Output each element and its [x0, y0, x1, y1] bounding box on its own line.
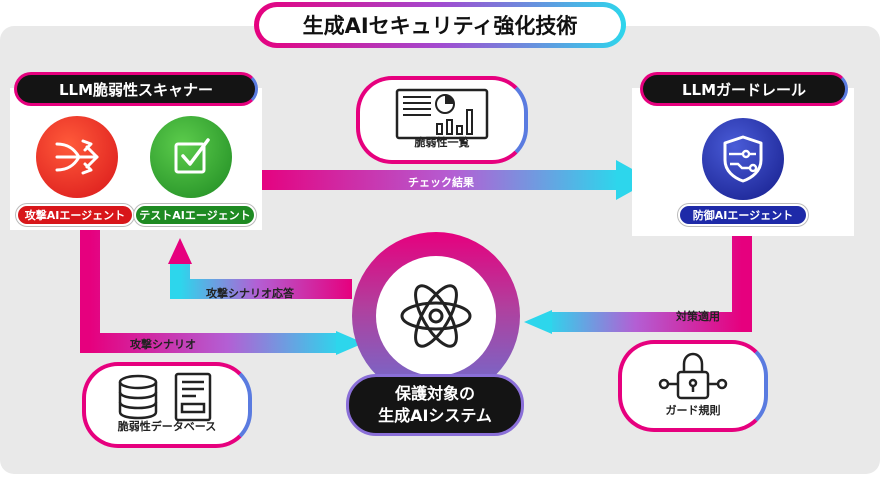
target-system-core [376, 256, 496, 376]
attack-response-label: 攻撃シナリオ応答 [206, 287, 294, 300]
target-system-label: 保護対象の 生成AIシステム [346, 374, 524, 436]
test-agent-tag: テストAIエージェント [134, 204, 256, 226]
vulnerability-db-card: 脆弱性データベース [82, 362, 252, 448]
test-agent-icon [150, 116, 232, 198]
check-result-label: チェック結果 [408, 176, 474, 189]
target-system-ring [352, 232, 520, 400]
report-icon [395, 88, 489, 140]
shield-circuit-icon [723, 135, 763, 183]
attack-agent-tag: 攻撃AIエージェント [16, 204, 134, 226]
guard-rules-card: ガード規則 [618, 340, 768, 432]
target-system-line1: 保護対象の [394, 384, 475, 403]
vulnerability-list-caption: 脆弱性一覧 [414, 136, 470, 149]
defense-agent-icon [702, 118, 784, 200]
vulnerability-db-caption: 脆弱性データベース [117, 420, 217, 433]
target-system-line2: 生成AIシステム [378, 406, 492, 425]
apply-countermeasure-label: 対策適用 [676, 310, 720, 323]
guard-rules-caption: ガード規則 [665, 404, 721, 417]
attack-agent-icon [36, 116, 118, 198]
attack-scenario-label: 攻撃シナリオ [130, 338, 196, 351]
atom-icon [400, 284, 472, 348]
database-icon [118, 372, 212, 422]
page-title: 生成AIセキュリティ強化技術 [259, 7, 621, 43]
guardrail-label: LLMガードレール [640, 72, 848, 106]
apply-countermeasure-arrow [524, 236, 752, 334]
arrows-icon [55, 139, 99, 175]
lock-icon [658, 352, 728, 400]
defense-agent-tag: 防御AIエージェント [678, 204, 808, 226]
vulnerability-list-card: 脆弱性一覧 [356, 76, 528, 164]
attack-response-arrow [168, 238, 352, 299]
scanner-label: LLM脆弱性スキャナー [14, 72, 258, 106]
attack-scenario-arrow [80, 226, 364, 355]
title-banner: 生成AIセキュリティ強化技術 [254, 2, 626, 48]
checkbox-icon [174, 138, 210, 174]
